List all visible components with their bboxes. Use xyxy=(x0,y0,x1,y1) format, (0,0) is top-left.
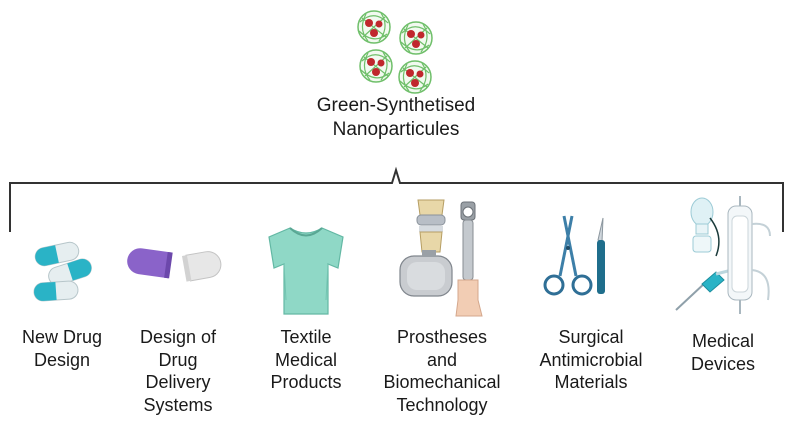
label-line: Medical xyxy=(274,349,338,370)
label-line: Antimicrobial xyxy=(539,349,643,370)
label-new-drug-design: New Drug Design xyxy=(12,326,112,371)
label-surgical-materials: Surgical Antimicrobial Materials xyxy=(526,326,656,394)
label-textile-medical-products: Textile Medical Products xyxy=(256,326,356,394)
label-drug-delivery: Design of Drug Delivery Systems xyxy=(126,326,230,416)
label-line: Surgical xyxy=(558,327,624,347)
label-line: and xyxy=(426,349,458,370)
label-line: Systems xyxy=(143,394,213,415)
label-line: Drug xyxy=(158,349,198,370)
title-line: Green-Synthetised xyxy=(316,95,476,116)
central-title: Green-Synthetised Nanoparticules xyxy=(246,94,546,142)
label-medical-devices: Medical Devices xyxy=(668,330,778,375)
label-line: Technology xyxy=(396,394,488,415)
label-line: Prostheses xyxy=(396,327,488,347)
label-line: Materials xyxy=(554,372,628,392)
label-line: Biomechanical xyxy=(383,372,501,392)
label-line: New Drug xyxy=(21,327,103,347)
title-line: Nanoparticules xyxy=(332,119,460,140)
label-line: Textile xyxy=(280,327,332,347)
label-prostheses: Prostheses and Biomechanical Technology xyxy=(370,326,514,416)
label-line: Medical xyxy=(691,331,755,351)
label-line: Design of xyxy=(139,327,217,347)
label-line: Delivery xyxy=(145,372,211,392)
label-line: Products xyxy=(270,372,342,392)
label-line: Devices xyxy=(690,353,756,374)
label-line: Design xyxy=(33,349,91,370)
